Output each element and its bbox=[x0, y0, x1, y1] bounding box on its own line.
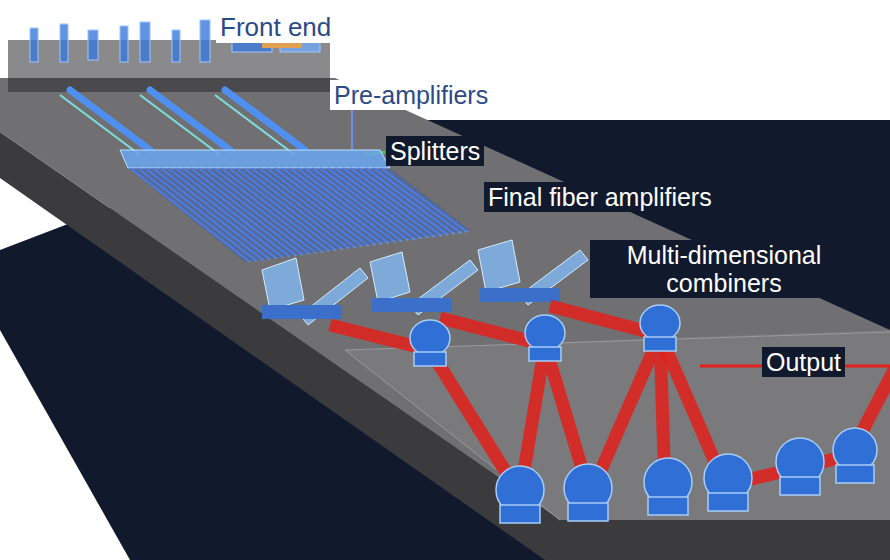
pre-amplifiers bbox=[70, 90, 305, 150]
table-top bbox=[0, 78, 890, 520]
part-label: Output bbox=[762, 347, 845, 377]
amplifier-bank bbox=[128, 168, 470, 262]
front-end-block-side bbox=[8, 78, 330, 92]
combiners bbox=[262, 240, 588, 325]
feed-fiber bbox=[351, 110, 353, 152]
laser-beams bbox=[330, 306, 890, 495]
combiner-bases bbox=[262, 288, 560, 319]
part-label: Front end bbox=[216, 12, 335, 43]
part-label: Final fiber amplifiers bbox=[484, 182, 716, 212]
front-end-block bbox=[8, 40, 330, 78]
pre-amplifier-fibers bbox=[60, 95, 295, 155]
mirrors bbox=[410, 305, 877, 523]
part-label: Multi-dimensional combiners bbox=[590, 240, 858, 298]
part-label: Pre-amplifiers bbox=[330, 80, 492, 110]
part-label: Splitters bbox=[386, 136, 484, 166]
splitter-plate bbox=[120, 150, 390, 168]
